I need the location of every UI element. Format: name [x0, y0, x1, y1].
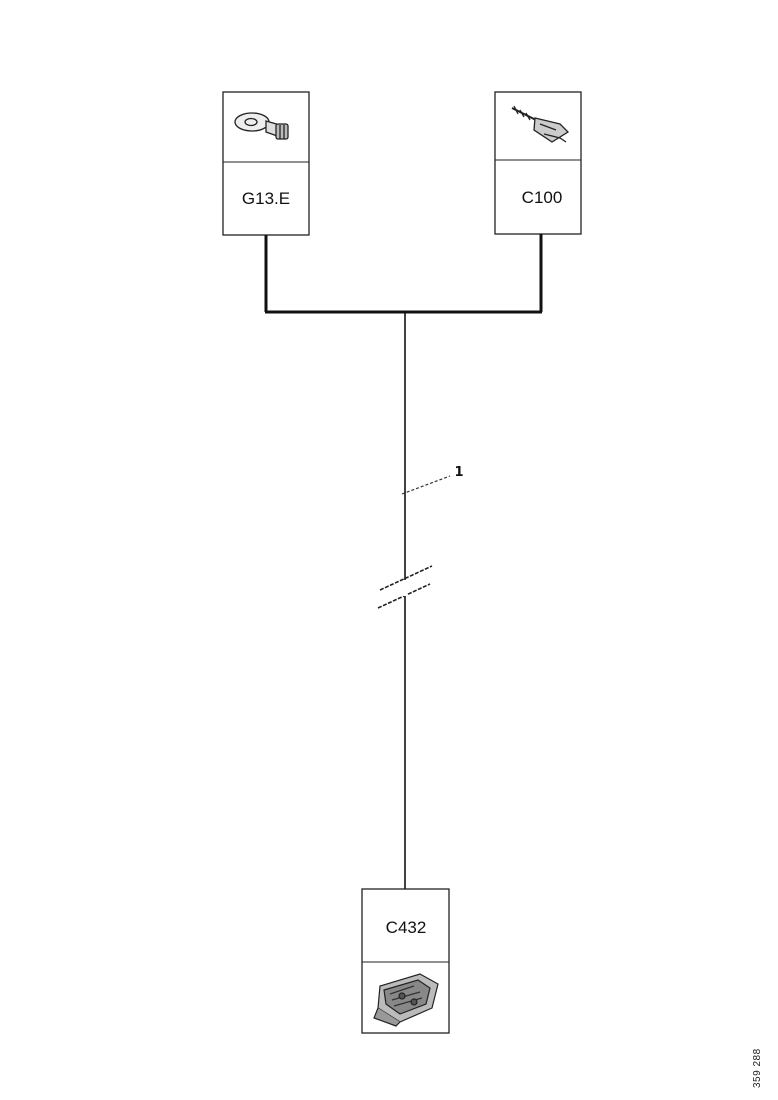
- wire-ref-label: 1: [454, 465, 463, 480]
- connector-g13e[interactable]: G13.E: [222, 91, 310, 236]
- wire-break-symbol: [377, 565, 433, 609]
- blade-terminal-icon: [511, 105, 570, 143]
- connector-c432[interactable]: C432: [361, 888, 450, 1034]
- ring-terminal-icon: [234, 112, 289, 140]
- connector-label-c432: C432: [386, 918, 427, 937]
- connector-housing-icon: [373, 973, 439, 1027]
- connector-label-c100: C100: [522, 188, 563, 207]
- connector-label-g13e: G13.E: [242, 189, 290, 208]
- wire-ref-leader: 1: [401, 465, 464, 495]
- figure-id: 359 288: [752, 1048, 763, 1088]
- connector-c100[interactable]: C100: [494, 91, 582, 235]
- wire-harness: [264, 234, 543, 889]
